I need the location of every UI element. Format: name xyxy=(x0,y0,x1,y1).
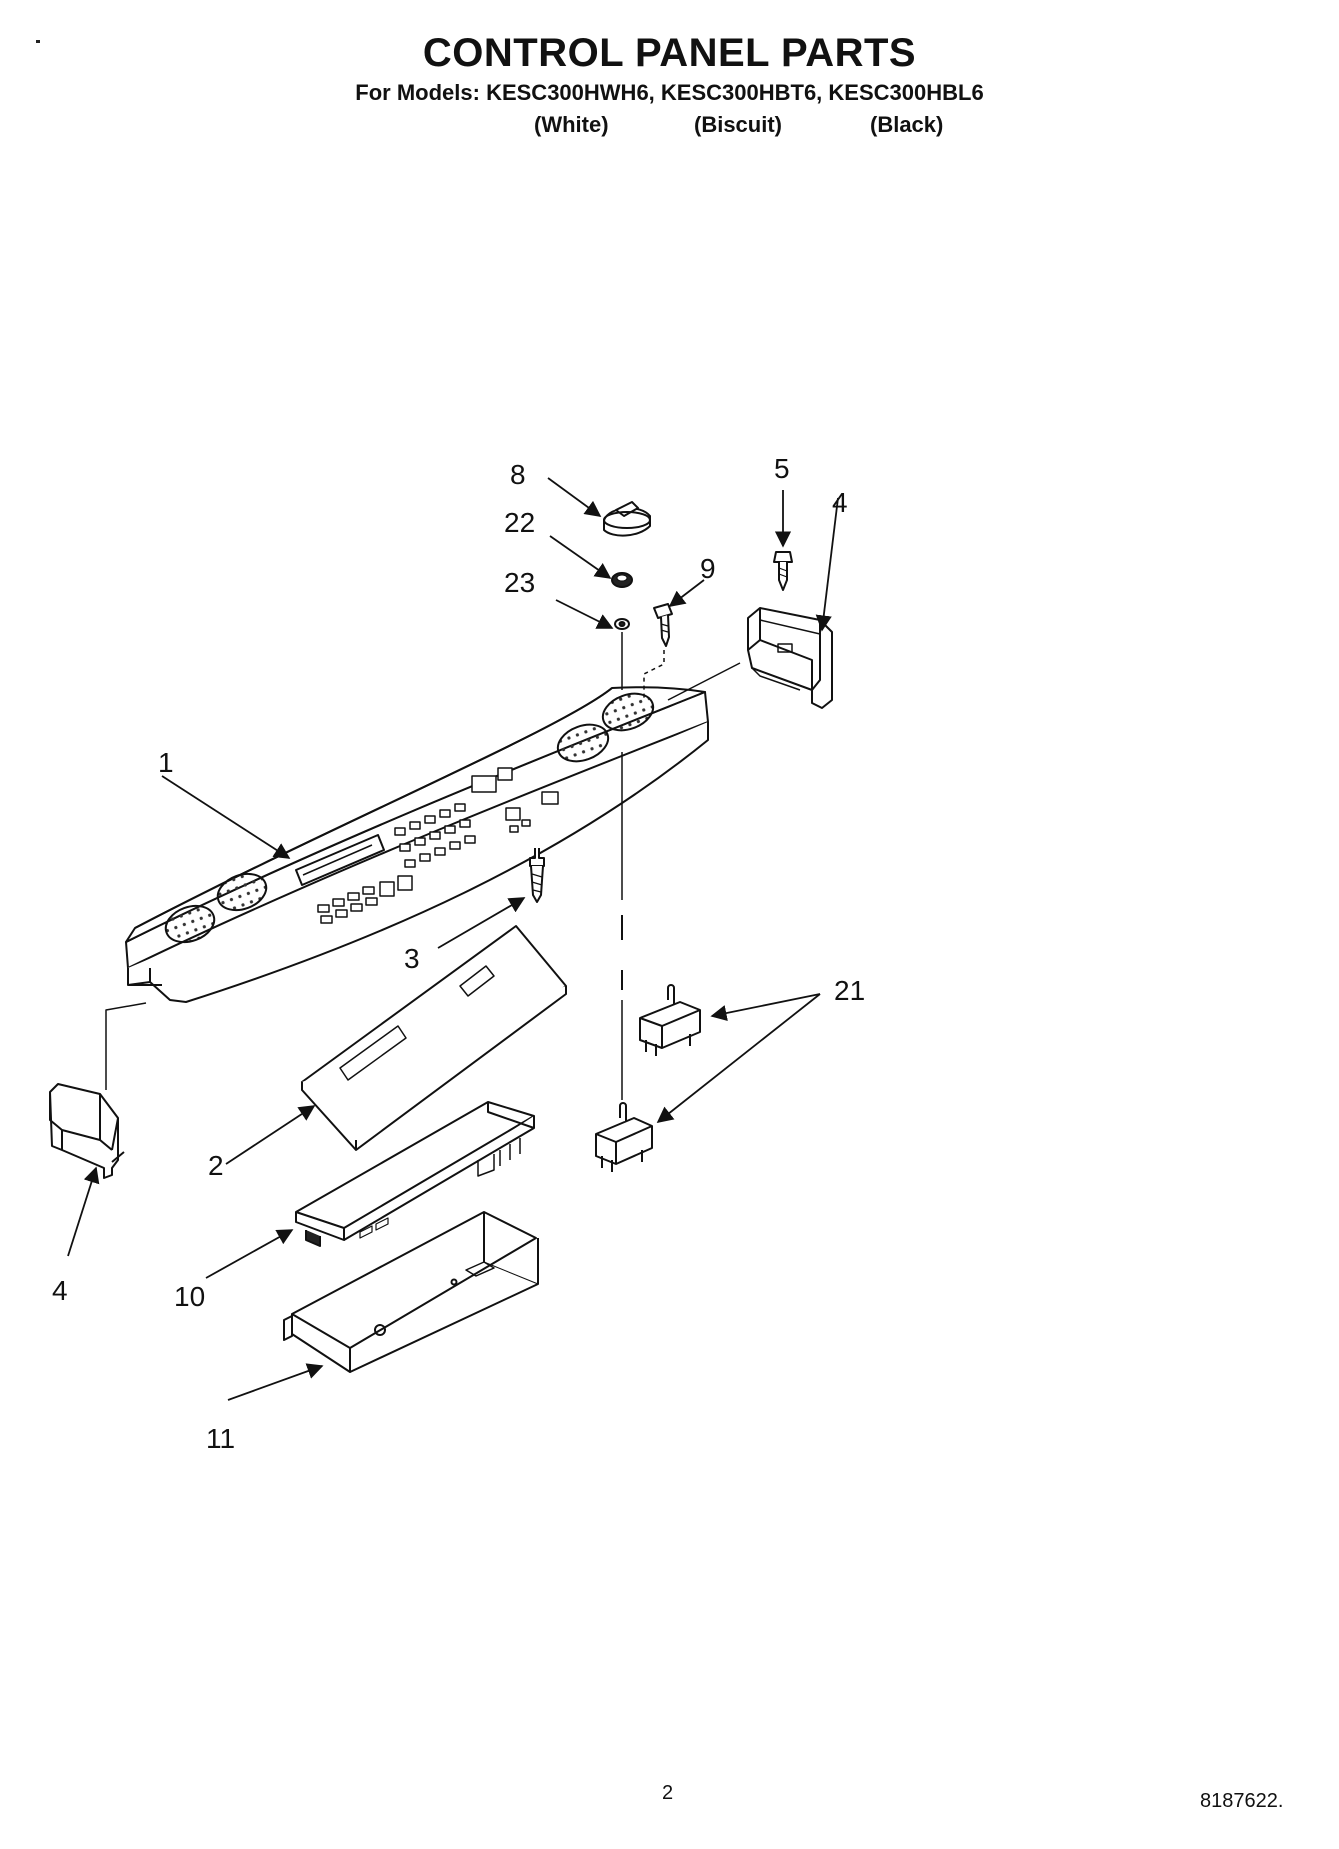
callout-4-right: 4 xyxy=(832,487,848,518)
part-9-screw xyxy=(653,603,673,647)
models-line: For Models: KESC300HWH6, KESC300HBT6, KE… xyxy=(355,80,984,105)
part-4-right-end-bracket xyxy=(747,607,833,709)
callout-labels: 1 2 3 4 4 5 8 9 10 11 21 22 23 xyxy=(52,453,865,1454)
part-5-screw xyxy=(773,551,793,591)
model-color-black: (Black) xyxy=(870,112,944,137)
callout-23: 23 xyxy=(504,567,535,598)
part-10-control-board xyxy=(295,1101,535,1247)
part-22-nut xyxy=(611,572,633,588)
part-4-left-end-cap xyxy=(49,1083,125,1179)
part-21-switch-upper xyxy=(639,984,701,1056)
part-21-switch-lower xyxy=(595,1102,653,1172)
callout-2: 2 xyxy=(208,1150,224,1181)
callout-1: 1 xyxy=(158,747,174,778)
callout-22: 22 xyxy=(504,507,535,538)
callout-21: 21 xyxy=(834,975,865,1006)
callout-8: 8 xyxy=(510,459,526,490)
callout-10: 10 xyxy=(174,1281,205,1312)
part-11-shield-box xyxy=(283,1211,539,1373)
part-1-control-panel xyxy=(125,686,709,1003)
model-color-biscuit: (Biscuit) xyxy=(694,112,782,137)
callout-5: 5 xyxy=(774,453,790,484)
part-23-washer xyxy=(614,618,630,630)
part-2-overlay xyxy=(301,925,567,1151)
callout-11: 11 xyxy=(206,1423,235,1454)
page-number: 2 xyxy=(662,1782,674,1804)
scan-speck xyxy=(36,40,40,43)
page-header: CONTROL PANEL PARTS For Models: KESC300H… xyxy=(0,30,1339,106)
page-title: CONTROL PANEL PARTS xyxy=(422,31,917,75)
callout-4-left: 4 xyxy=(52,1275,68,1306)
model-color-white: (White) xyxy=(534,112,609,137)
part-3-screw xyxy=(529,848,545,903)
document-number: 8187622. xyxy=(1200,1790,1284,1812)
part-8-knob xyxy=(603,501,651,537)
callout-3: 3 xyxy=(404,943,420,974)
callout-9: 9 xyxy=(700,553,716,584)
